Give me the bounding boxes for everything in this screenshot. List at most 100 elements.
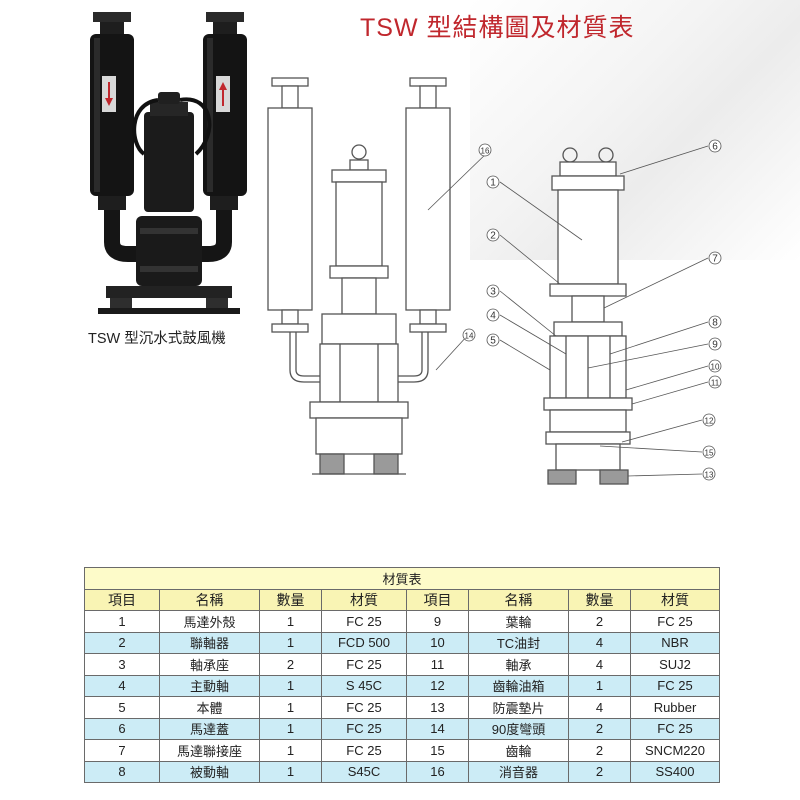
table-cell: 聯軸器 — [159, 631, 260, 654]
table-cell: 4 — [568, 653, 631, 676]
callout-5: 5 — [490, 336, 496, 347]
table-row: 2 聯軸器 1 FCD 500 10 TC油封 4 NBR — [84, 631, 721, 654]
table-cell: FC 25 — [629, 717, 721, 740]
product-photo — [90, 12, 247, 314]
table-cell: FC 25 — [629, 674, 721, 697]
table-cell: 2 — [568, 739, 631, 762]
table-cell: FC 25 — [629, 610, 721, 633]
table-cell: 16 — [406, 760, 469, 783]
table-row: 1 馬達外殼 1 FC 25 9 葉輪 2 FC 25 — [84, 610, 721, 633]
table-cell: 1 — [259, 610, 322, 633]
table-cell: 2 — [84, 631, 160, 654]
table-cell: 1 — [259, 760, 322, 783]
table-cell: S45C — [321, 760, 407, 783]
callout-10: 10 — [711, 363, 720, 372]
header-material: 材質 — [321, 588, 407, 611]
page-title: TSW 型結構圖及材質表 — [360, 14, 635, 42]
callout-12: 12 — [705, 417, 714, 426]
header-material: 材質 — [629, 588, 721, 611]
table-cell: 1 — [568, 674, 631, 697]
table-cell: 4 — [84, 674, 160, 697]
table-row: 7 馬達聯接座 1 FC 25 15 齒輪 2 SNCM220 — [84, 739, 721, 762]
callout-3: 3 — [490, 287, 496, 298]
callout-6: 6 — [712, 142, 718, 153]
table-cell: 馬達外殼 — [159, 610, 260, 633]
callout-9: 9 — [712, 340, 718, 351]
table-title: 材質表 — [83, 567, 721, 590]
table-cell: 10 — [406, 631, 469, 654]
table-cell: 1 — [259, 631, 322, 654]
section-view-diagram — [543, 147, 633, 485]
table-cell: 1 — [259, 674, 322, 697]
header-name: 名稱 — [468, 588, 569, 611]
table-cell: 11 — [406, 653, 469, 676]
table-cell: 2 — [568, 760, 631, 783]
table-header-row: 項目 名稱 數量 材質 項目 名稱 數量 材質 — [84, 588, 721, 611]
table-cell: S 45C — [321, 674, 407, 697]
table-row: 3 軸承座 2 FC 25 11 軸承 4 SUJ2 — [84, 653, 721, 676]
material-table: 材質表 項目 名稱 數量 材質 項目 名稱 數量 材質 1 馬達外殼 1 FC … — [83, 567, 721, 783]
table-cell: 1 — [84, 610, 160, 633]
callout-1: 1 — [490, 178, 496, 189]
table-row: 4 主動軸 1 S 45C 12 齒輪油箱 1 FC 25 — [84, 674, 721, 697]
table-cell: 13 — [406, 696, 469, 719]
table-cell: 7 — [84, 739, 160, 762]
table-cell: 消音器 — [468, 760, 569, 783]
table-cell: FC 25 — [321, 739, 407, 762]
header-item: 項目 — [84, 588, 160, 611]
table-row: 5 本體 1 FC 25 13 防震墊片 4 Rubber — [84, 696, 721, 719]
table-cell: 9 — [406, 610, 469, 633]
table-cell: 15 — [406, 739, 469, 762]
table-cell: 1 — [259, 739, 322, 762]
table-cell: 主動軸 — [159, 674, 260, 697]
table-cell: 馬達聯接座 — [159, 739, 260, 762]
table-cell: SUJ2 — [629, 653, 721, 676]
table-cell: 齒輪 — [468, 739, 569, 762]
callout-14: 14 — [465, 332, 474, 341]
table-cell: 4 — [568, 631, 631, 654]
table-title-row: 材質表 — [83, 567, 721, 590]
table-cell: 馬達蓋 — [159, 717, 260, 740]
table-cell: 葉輪 — [468, 610, 569, 633]
table-cell: 齒輪油箱 — [468, 674, 569, 697]
table-cell: 6 — [84, 717, 160, 740]
table-cell: FCD 500 — [321, 631, 407, 654]
callout-2: 2 — [490, 231, 496, 242]
table-cell: 軸承座 — [159, 653, 260, 676]
product-caption: TSW 型沉水式鼓風機 — [88, 331, 226, 347]
header-quantity: 數量 — [568, 588, 631, 611]
table-cell: 12 — [406, 674, 469, 697]
table-cell: 本體 — [159, 696, 260, 719]
table-cell: 1 — [259, 717, 322, 740]
table-cell: 90度彎頭 — [468, 717, 569, 740]
table-row: 8 被動軸 1 S45C 16 消音器 2 SS400 — [84, 760, 721, 783]
table-cell: SNCM220 — [629, 739, 721, 762]
table-cell: TC油封 — [468, 631, 569, 654]
table-cell: FC 25 — [321, 610, 407, 633]
table-cell: 4 — [568, 696, 631, 719]
table-row: 6 馬達蓋 1 FC 25 14 90度彎頭 2 FC 25 — [84, 717, 721, 740]
callout-15: 15 — [705, 449, 714, 458]
table-cell: 2 — [568, 717, 631, 740]
callout-11: 11 — [711, 379, 720, 388]
front-view-diagram — [267, 77, 451, 475]
callout-8: 8 — [712, 318, 718, 329]
table-cell: Rubber — [629, 696, 721, 719]
table-cell: 1 — [259, 696, 322, 719]
table-cell: FC 25 — [321, 717, 407, 740]
callout-16: 16 — [481, 147, 490, 156]
table-cell: 防震墊片 — [468, 696, 569, 719]
table-cell: FC 25 — [321, 653, 407, 676]
table-cell: FC 25 — [321, 696, 407, 719]
table-cell: SS400 — [629, 760, 721, 783]
callout-4: 4 — [490, 311, 496, 322]
table-cell: 2 — [568, 610, 631, 633]
table-cell: NBR — [629, 631, 721, 654]
structure-diagram: 1 2 3 4 5 6 7 8 9 10 11 12 13 14 15 16 — [267, 77, 722, 485]
table-cell: 被動軸 — [159, 760, 260, 783]
table-cell: 14 — [406, 717, 469, 740]
table-cell: 2 — [259, 653, 322, 676]
header-name: 名稱 — [159, 588, 260, 611]
callout-13: 13 — [705, 471, 714, 480]
table-cell: 軸承 — [468, 653, 569, 676]
